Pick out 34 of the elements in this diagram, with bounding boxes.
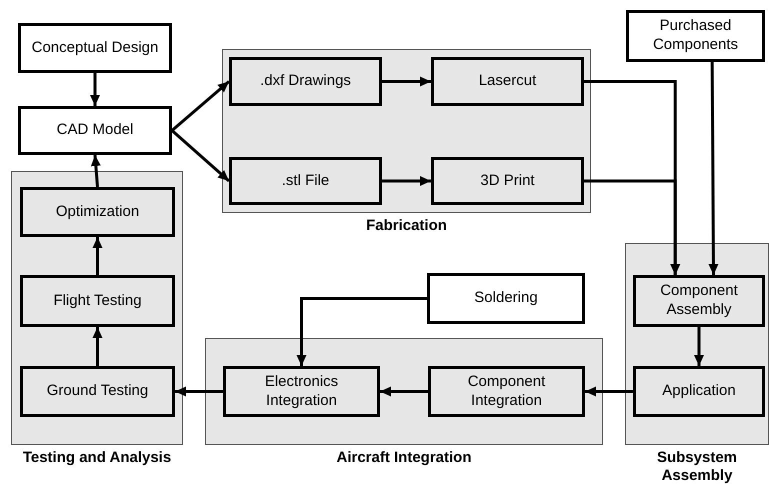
arrow — [694, 327, 704, 366]
arrow — [382, 176, 431, 186]
process-box: Flight Testing — [20, 275, 175, 327]
process-box: Purchased Components — [626, 10, 765, 62]
arrow — [380, 386, 428, 396]
process-box: .dxf Drawings — [229, 57, 382, 106]
arrow — [92, 327, 102, 366]
arrow — [171, 129, 230, 182]
process-box: CAD Model — [18, 106, 172, 155]
process-box: .stl File — [229, 157, 382, 205]
process-box: Ground Testing — [20, 366, 175, 417]
arrow — [90, 154, 101, 188]
process-box: Optimization — [20, 187, 175, 237]
arrow — [382, 76, 431, 86]
process-box: Component Assembly — [633, 275, 765, 327]
group-heading: Aircraft Integration — [335, 449, 472, 467]
process-box: Electronics Integration — [223, 366, 380, 417]
arrow — [585, 386, 633, 396]
process-box: Component Integration — [428, 366, 585, 417]
group-heading: Subsystem Assembly — [656, 449, 738, 485]
arrow — [296, 297, 427, 366]
arrow — [708, 62, 718, 276]
group-heading: Testing and Analysis — [22, 449, 172, 467]
process-box: Soldering — [427, 273, 585, 324]
process-box: Lasercut — [431, 57, 584, 106]
group-heading: Fabrication — [365, 217, 448, 235]
process-box: Application — [633, 366, 765, 417]
arrow — [90, 73, 100, 106]
process-box: Conceptual Design — [18, 23, 172, 73]
arrow — [92, 237, 102, 275]
arrow — [171, 80, 230, 132]
process-box: 3D Print — [431, 157, 584, 205]
arrow — [584, 180, 680, 275]
arrow — [175, 386, 223, 396]
